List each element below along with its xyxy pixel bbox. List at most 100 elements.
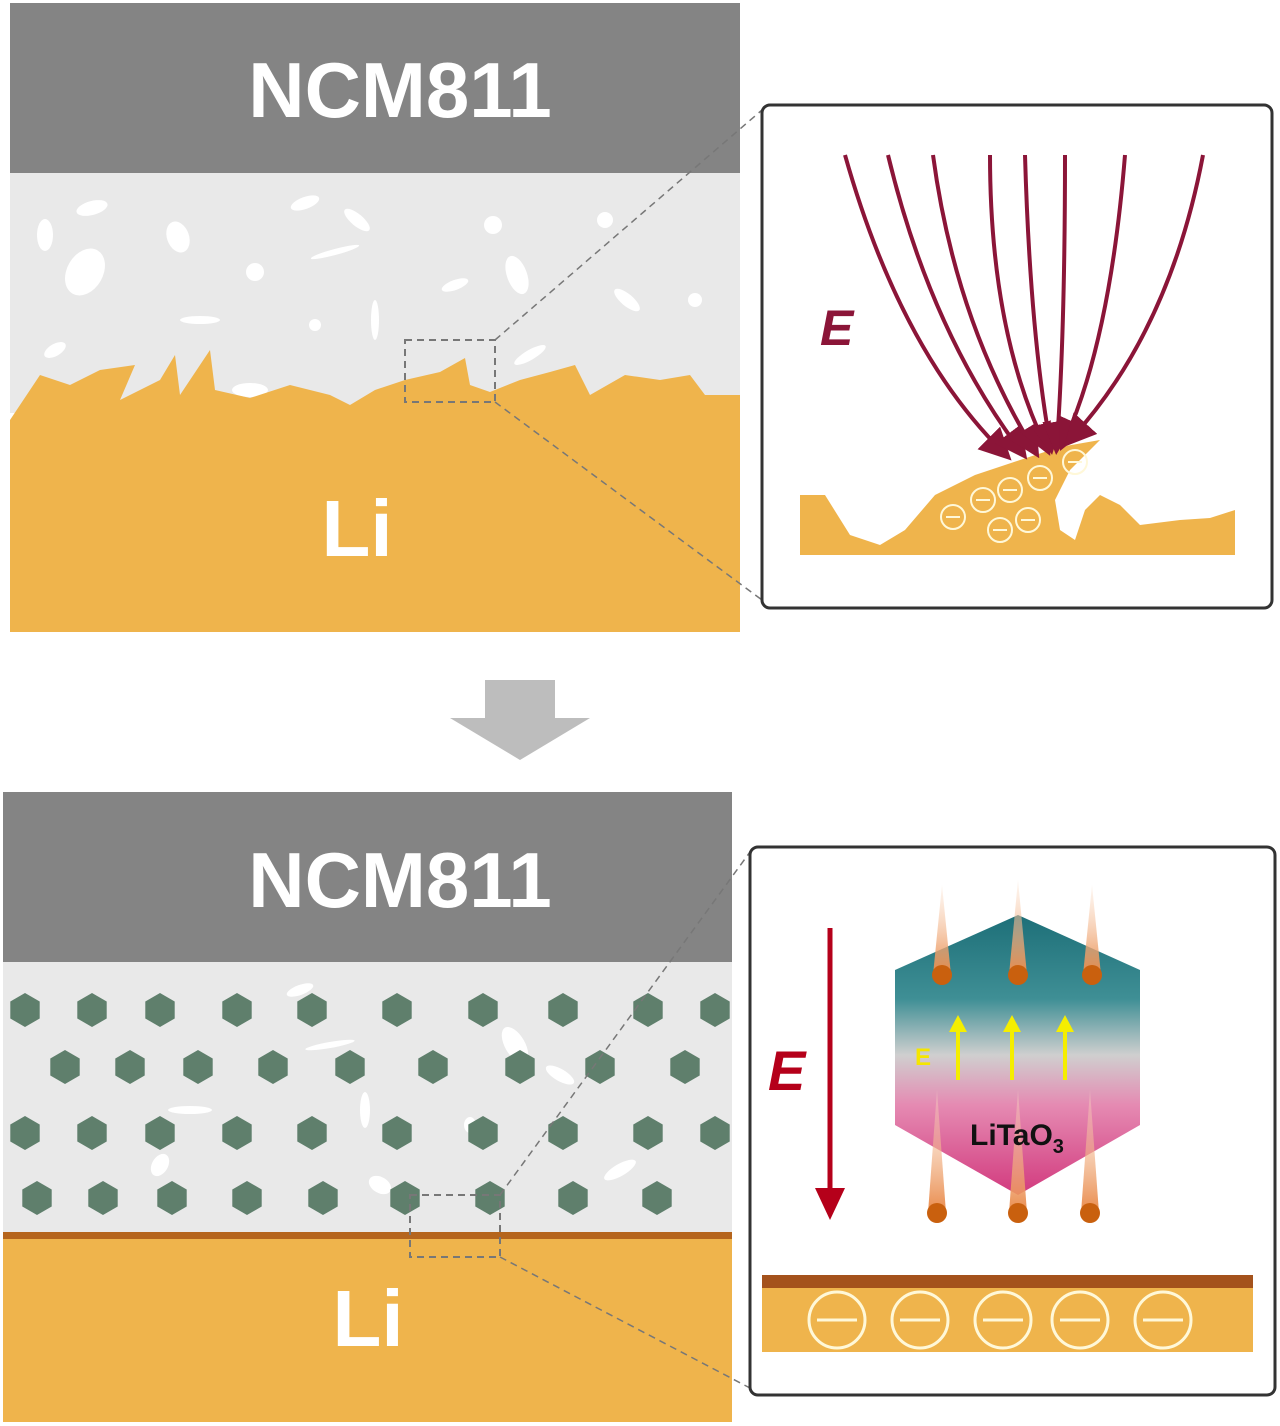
litao3-hexagon	[10, 1116, 40, 1150]
pore	[290, 195, 320, 211]
cathode-label: NCM811	[248, 836, 551, 924]
polarization-spikes	[927, 880, 1102, 1223]
arrow-head-icon	[815, 1188, 845, 1220]
litao3-hexagon	[232, 1181, 262, 1215]
spike	[1081, 1090, 1099, 1213]
litao3-hexagon	[633, 1116, 663, 1150]
pore	[166, 221, 190, 253]
pore	[614, 288, 640, 312]
litao3-hexagon	[145, 1116, 175, 1150]
litao3-hexagon	[22, 1181, 52, 1215]
litao3-hexagon	[548, 993, 578, 1027]
litao3-hexagon	[633, 993, 663, 1027]
spike	[928, 1090, 946, 1213]
field-line	[988, 154, 1051, 456]
cathode-label: NCM811	[248, 46, 551, 134]
litao3-hexagon	[335, 1050, 365, 1084]
field-line	[931, 154, 1040, 459]
litao3-hexagon	[157, 1181, 187, 1215]
litao3-hexagon	[700, 1116, 730, 1150]
arrow-head-icon	[949, 1015, 967, 1032]
litao3-hexagon	[222, 993, 252, 1027]
anode-label: Li	[332, 1274, 403, 1363]
pore	[168, 1106, 212, 1114]
field-line	[1063, 154, 1205, 447]
litao3-hexagon	[297, 993, 327, 1027]
litao3-hexagon	[222, 1116, 252, 1150]
litao3-hexagon	[558, 1181, 588, 1215]
top-panel: NCM811 Li E	[10, 3, 1274, 632]
pore	[688, 293, 702, 307]
charge-ball	[1008, 965, 1028, 985]
zoom-connector-lines	[499, 851, 751, 1389]
negative-charge-icon	[1050, 1290, 1110, 1350]
litao3-hexagon	[258, 1050, 288, 1084]
negative-charge-icon	[987, 517, 1013, 543]
litao3-hexagon	[297, 1116, 327, 1150]
pore	[360, 1092, 370, 1128]
dendritic-lithium-surface	[10, 350, 740, 632]
spike	[1009, 880, 1027, 975]
litao3-hexagon	[308, 1181, 338, 1215]
negative-charge-icon	[890, 1290, 950, 1350]
pore	[44, 342, 66, 358]
litao3-hexagon	[548, 1116, 578, 1150]
pore	[305, 1039, 355, 1051]
dendrite-shape	[800, 440, 1235, 555]
internal-field-label: E	[915, 1044, 931, 1071]
litao3-particles	[10, 993, 730, 1215]
lithium-anode	[3, 1239, 732, 1422]
litao3-hexagon	[50, 1050, 80, 1084]
litao3-hexagon	[77, 1116, 107, 1150]
zoom-region-box	[409, 1194, 501, 1258]
internal-field-arrows	[949, 1015, 1074, 1080]
litao3-hexagon	[115, 1050, 145, 1084]
litao3-hexagon	[390, 1181, 420, 1215]
zoom-connector-lines	[494, 109, 763, 601]
litao3-hexagon	[183, 1050, 213, 1084]
negative-charge-icon	[973, 1290, 1033, 1350]
litao3-hexagon	[585, 1050, 615, 1084]
pore	[545, 1065, 575, 1085]
litao3-hexagon	[77, 993, 107, 1027]
negative-charges	[940, 449, 1088, 543]
interface-layer	[762, 1275, 1253, 1288]
pore	[514, 345, 546, 365]
negative-charge-icon	[1133, 1290, 1193, 1350]
dendrite-inset: E	[760, 103, 1274, 610]
negative-charges	[807, 1290, 1193, 1350]
litao3-inset: E E LiTaO3	[748, 845, 1277, 1397]
litao3-hexagon	[505, 1050, 535, 1084]
litao3-hexagon	[475, 1181, 505, 1215]
litao3-hexagon	[382, 1116, 412, 1150]
pore	[310, 244, 360, 260]
arrow-head-icon	[1003, 1015, 1021, 1032]
litao3-hexagon	[88, 1181, 118, 1215]
spike	[1083, 885, 1101, 975]
cathode-layer	[10, 3, 740, 173]
negative-charge-icon	[940, 504, 966, 530]
field-label: E	[820, 300, 855, 356]
pore	[286, 983, 314, 997]
arrow-head-icon	[1056, 1015, 1074, 1032]
negative-charge-icon	[1027, 465, 1053, 491]
interface-layer	[3, 1232, 732, 1239]
cathode-layer	[3, 792, 732, 962]
litao3-hexagon	[642, 1181, 672, 1215]
charge-ball	[1008, 1203, 1028, 1223]
litao3-hexagon	[145, 993, 175, 1027]
external-field-label: E	[768, 1039, 807, 1102]
pore	[368, 1175, 392, 1195]
pore	[76, 200, 108, 216]
litao3-hexagon	[468, 1116, 498, 1150]
pore	[597, 212, 613, 228]
zoom-region-box	[404, 339, 496, 403]
pore	[232, 383, 268, 397]
field-line	[886, 154, 1028, 460]
pore	[441, 278, 469, 292]
litao3-crystal	[895, 915, 1140, 1195]
pore	[309, 319, 321, 331]
pore	[37, 219, 53, 251]
particle-label: LiTaO3	[970, 1119, 1064, 1158]
